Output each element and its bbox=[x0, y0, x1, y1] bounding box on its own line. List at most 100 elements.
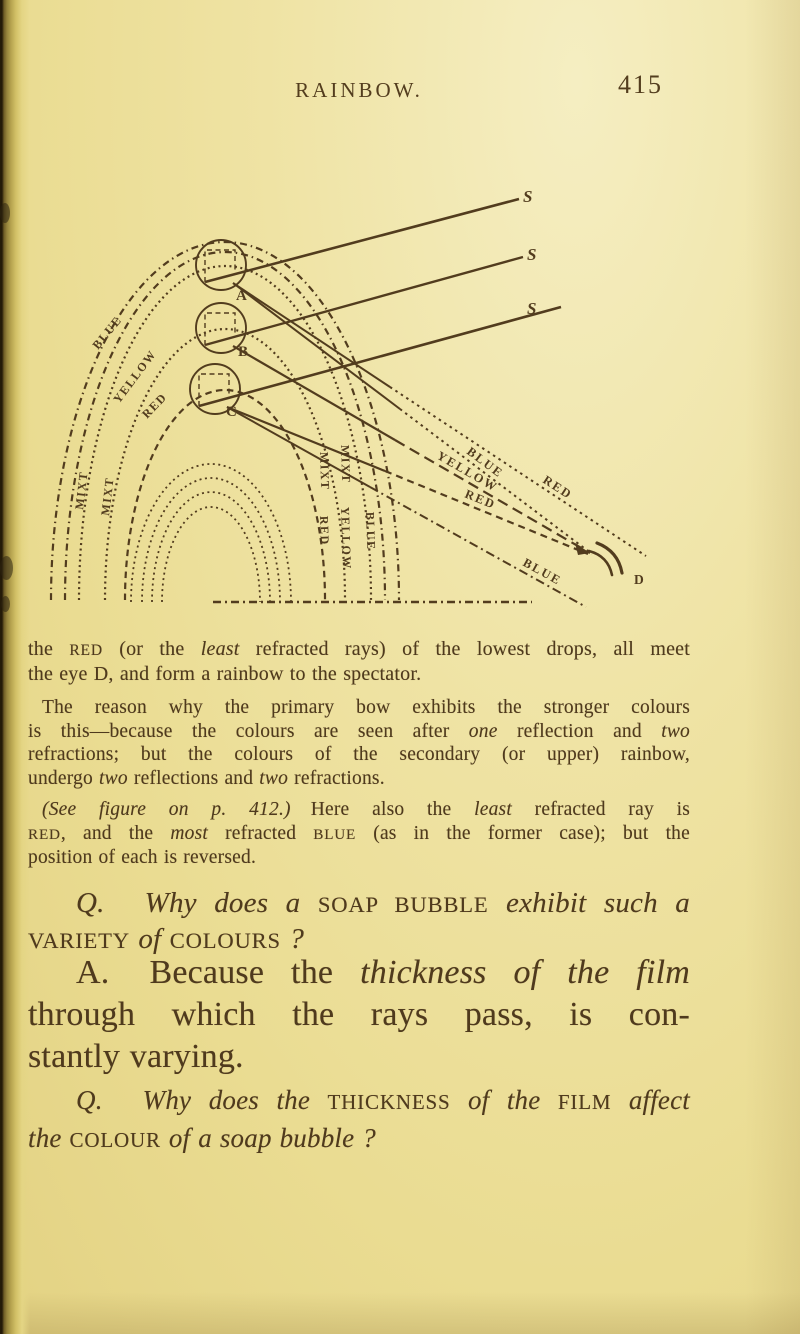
arc-blue bbox=[77, 264, 373, 601]
drop-label-b: B bbox=[238, 344, 248, 360]
p2-line-3: refractions; but the colours of the seco… bbox=[28, 743, 690, 767]
raindrop-a-internal bbox=[204, 249, 236, 282]
raindrop-c-internal bbox=[198, 373, 230, 406]
text-segment: COLOUR bbox=[69, 1128, 161, 1152]
a1-line-1: A. Because the thickness of the film bbox=[28, 952, 690, 994]
raindrop-a bbox=[195, 239, 247, 291]
text-segment: of a soap bubble ? bbox=[160, 1123, 376, 1153]
text-segment: the bbox=[28, 1123, 70, 1153]
text-segment: SOAP BUBBLE bbox=[317, 892, 489, 917]
text-segment: thickness of the film bbox=[360, 954, 690, 991]
caption-line-1: the RED (or the least refracted rays) of… bbox=[28, 638, 690, 663]
text-segment: refractions; but the colours of the seco… bbox=[28, 744, 690, 765]
question-letter: Q. bbox=[76, 887, 105, 919]
eye-label-d: D bbox=[634, 572, 644, 587]
text-segment: refracted bbox=[207, 822, 314, 844]
answer-letter: A. bbox=[76, 954, 110, 991]
caption-paragraph: the RED (or the least refracted rays) of… bbox=[28, 638, 690, 686]
leg-label-yellow: YELLOW bbox=[338, 507, 354, 570]
eye-lower-lid bbox=[587, 549, 614, 577]
text-segment: RED bbox=[69, 642, 103, 659]
text-segment: reflection and bbox=[497, 720, 662, 742]
text-segment: two bbox=[259, 767, 289, 789]
ray-b-yellow bbox=[394, 439, 591, 554]
ray-a-red-stub bbox=[232, 282, 391, 388]
text-segment: BLUE bbox=[313, 825, 357, 843]
ray-a-blue bbox=[399, 408, 593, 555]
text-segment: least bbox=[200, 638, 240, 660]
text-segment: Because the bbox=[149, 954, 361, 991]
text-segment: THICKNESS bbox=[327, 1090, 451, 1114]
running-head-title: RAINBOW. bbox=[295, 78, 423, 102]
p3-line-2: RED, and the most refracted BLUE (as in … bbox=[28, 822, 690, 847]
question-letter: Q. bbox=[76, 1085, 103, 1115]
binding-blot bbox=[1, 596, 10, 612]
ray-a-blue-stub bbox=[232, 282, 401, 410]
text-segment: (as in the former case); but the bbox=[356, 822, 690, 844]
text-segment: one bbox=[468, 720, 498, 742]
leg-label-red: RED bbox=[317, 516, 332, 546]
p2-line-1: The reason why the primary bow exhibits … bbox=[28, 696, 690, 720]
text-segment: Why does a bbox=[144, 887, 318, 919]
leg-label-blue: BLUE bbox=[363, 512, 378, 551]
ray-c-red bbox=[384, 469, 589, 556]
ray-b-yellow-stub bbox=[232, 345, 396, 441]
rainbow-diagram: S S S A B C D BLUE YELLOW RED MIXT MIXT … bbox=[49, 187, 647, 608]
arc-label-red-left: RED bbox=[139, 390, 170, 421]
text-segment: is this—because the colours are seen aft… bbox=[28, 720, 469, 742]
text-segment: stantly varying. bbox=[28, 1038, 244, 1075]
text-segment: COLOURS bbox=[169, 928, 281, 953]
arrow-into-eye bbox=[575, 543, 590, 555]
text-segment: Here also the bbox=[310, 799, 475, 820]
inner-arch-1 bbox=[130, 463, 292, 603]
text-segment: (or the bbox=[102, 638, 201, 660]
body-paragraph-see-figure: (See figure on p. 412.)Here also the lea… bbox=[28, 798, 690, 870]
text-segment: through which the rays pass, is con- bbox=[28, 996, 690, 1033]
text-segment: reflections and bbox=[127, 767, 260, 789]
inner-arch-4 bbox=[161, 506, 261, 603]
arc-mixt-inner bbox=[63, 250, 387, 601]
text-segment: refractions. bbox=[288, 767, 385, 789]
page-number: 415 bbox=[618, 70, 663, 99]
leg-label-mixt-red-1: MIXT bbox=[317, 452, 332, 491]
p3-line-3: position of each is reversed. bbox=[28, 846, 690, 870]
text-segment: Why does the bbox=[142, 1085, 328, 1115]
arc-label-mixt-1: MIXT bbox=[72, 470, 91, 510]
text-segment: of the bbox=[450, 1085, 558, 1115]
text-segment: two bbox=[661, 720, 691, 742]
p2-line-4: undergo two reflections and two refracti… bbox=[28, 767, 690, 791]
binding-blot bbox=[0, 556, 13, 580]
text-segment: of bbox=[129, 923, 170, 955]
text-segment: (See figure on p. 412.) bbox=[42, 799, 291, 820]
question-film-thickness: Q.Why does the THICKNESS of the FILM aff… bbox=[28, 1082, 690, 1158]
text-segment: The reason why the primary bow exhibits … bbox=[42, 697, 690, 718]
text-segment: the bbox=[28, 638, 70, 660]
raindrop-b-internal bbox=[204, 312, 236, 345]
p3-line-1: (See figure on p. 412.)Here also the lea… bbox=[28, 798, 690, 822]
a1-line-2: through which the rays pass, is con- bbox=[28, 994, 690, 1036]
inner-arch-2 bbox=[141, 477, 281, 603]
inner-arch-3 bbox=[151, 491, 271, 603]
q1-line-2: VARIETY of COLOURS ? bbox=[28, 922, 690, 958]
sun-ray-a bbox=[204, 197, 520, 284]
drop-label-a: A bbox=[236, 288, 247, 304]
binding-blot bbox=[0, 203, 10, 223]
answer-soap-bubble: A. Because the thickness of the film thro… bbox=[28, 952, 690, 1078]
sun-ray-label-s1: S bbox=[523, 187, 532, 206]
sun-ray-label-s2: S bbox=[527, 245, 536, 264]
drop-label-c: C bbox=[226, 404, 237, 420]
a1-line-3: stantly varying. bbox=[28, 1036, 690, 1078]
raindrop-c bbox=[189, 363, 241, 415]
ray-c-red-stub bbox=[226, 405, 386, 473]
text-segment: VARIETY bbox=[28, 928, 130, 953]
text-segment: refracted rays) of the lowest drops, all… bbox=[239, 638, 691, 660]
text-segment: RED bbox=[28, 825, 61, 843]
caption-line-2: the eye D, and form a rainbow to the spe… bbox=[28, 663, 690, 687]
sun-ray-c bbox=[198, 305, 562, 408]
ray-c-blue-stub bbox=[226, 406, 371, 488]
question-soap-bubble: Q.Why does a SOAP BUBBLE exhibit such a … bbox=[28, 886, 690, 958]
text-segment: exhibit such a bbox=[488, 887, 690, 919]
raindrop-b bbox=[195, 302, 247, 354]
text-segment: FILM bbox=[557, 1090, 612, 1114]
